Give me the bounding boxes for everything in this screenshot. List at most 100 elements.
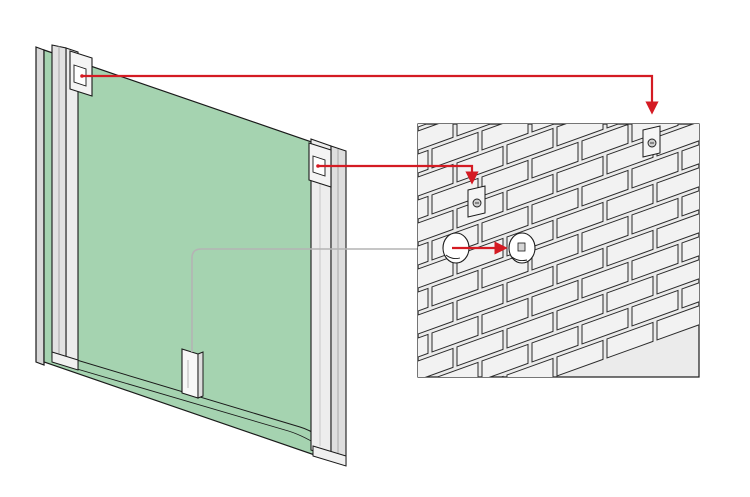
brick: [657, 74, 703, 110]
brick: [418, 255, 454, 289]
brick: [631, 197, 679, 235]
brick: [582, 0, 628, 22]
brick: [407, 394, 453, 430]
right-rail-side: [330, 145, 347, 466]
brick: [582, 78, 628, 114]
brick: [482, 68, 528, 104]
panel-edge: [35, 46, 45, 366]
right-rail-foot: [312, 445, 347, 467]
brick: [707, 56, 750, 92]
brick: [556, 339, 604, 377]
brick: [531, 233, 579, 271]
brick: [657, 28, 703, 64]
brick: [681, 124, 684, 125]
arrow-origin-dot: [80, 74, 84, 78]
brick: [606, 124, 620, 129]
brick: [418, 149, 429, 174]
arrow-origin-dot: [316, 164, 320, 168]
brick: [499, 375, 504, 377]
brick: [681, 144, 699, 171]
brick: [606, 229, 654, 267]
arrow-top-bracket: [82, 74, 659, 115]
brick: [656, 305, 699, 341]
brick: [556, 124, 604, 147]
brick: [506, 311, 554, 349]
brick: [681, 190, 699, 217]
panel-board: [43, 49, 336, 463]
brick: [481, 205, 529, 243]
brick: [506, 127, 554, 165]
brick: [532, 50, 578, 86]
brick: [682, 42, 728, 78]
brick: [707, 10, 750, 46]
brick: [556, 155, 604, 193]
brick: [482, 22, 528, 58]
brick: [481, 297, 529, 335]
power-cable: [191, 248, 448, 352]
brick: [657, 0, 703, 18]
brick: [357, 320, 403, 356]
cable-port-icon: [181, 348, 204, 399]
brick: [632, 14, 678, 50]
brick: [418, 241, 429, 266]
arrow-right-bracket: [318, 164, 479, 185]
brick: [707, 102, 750, 138]
brick: [682, 0, 728, 32]
wall-hook-icon: [467, 185, 486, 218]
mounting-bracket-icon: [69, 50, 93, 97]
brick: [431, 315, 479, 353]
brick-wall: [357, 0, 750, 448]
assembly-arrows: [80, 74, 659, 255]
brick: [418, 124, 428, 128]
brick: [418, 333, 429, 358]
brick: [707, 286, 750, 322]
brick: [632, 60, 678, 96]
brick: [481, 343, 529, 377]
brick: [581, 215, 629, 253]
brick: [532, 4, 578, 40]
left-rail-foot: [51, 351, 79, 371]
brick: [431, 269, 479, 307]
brick: [357, 366, 403, 402]
brick: [681, 236, 699, 263]
brick: [631, 151, 679, 189]
brick: [418, 209, 454, 243]
brick: [606, 183, 654, 221]
brick: [357, 90, 403, 126]
brick: [656, 213, 699, 249]
heating-panel: [35, 44, 347, 467]
brick: [418, 195, 429, 220]
brick: [631, 243, 679, 281]
brick: [357, 228, 403, 264]
brick: [418, 301, 454, 335]
brick: [656, 259, 699, 295]
brick: [382, 380, 428, 416]
brick: [506, 173, 554, 211]
brick: [456, 329, 504, 367]
brick: [407, 72, 453, 108]
brick: [631, 289, 679, 327]
brick: [506, 265, 554, 303]
brick: [556, 293, 604, 331]
brick: [581, 124, 629, 161]
brick: [531, 141, 579, 179]
brick: [581, 261, 629, 299]
brick: [418, 163, 454, 197]
brick: [432, 86, 478, 122]
brick: [357, 412, 403, 448]
brick: [418, 347, 454, 377]
brick: [556, 201, 604, 239]
brick: [435, 361, 479, 377]
brick: [581, 307, 629, 345]
brick: [681, 282, 699, 309]
brick: [357, 274, 403, 310]
brick: [531, 279, 579, 317]
brick: [582, 32, 628, 68]
brick: [507, 82, 553, 118]
brick: [606, 275, 654, 313]
brick: [531, 124, 556, 133]
brick: [418, 287, 429, 312]
left-rail: [65, 47, 79, 367]
brick: [431, 131, 479, 169]
